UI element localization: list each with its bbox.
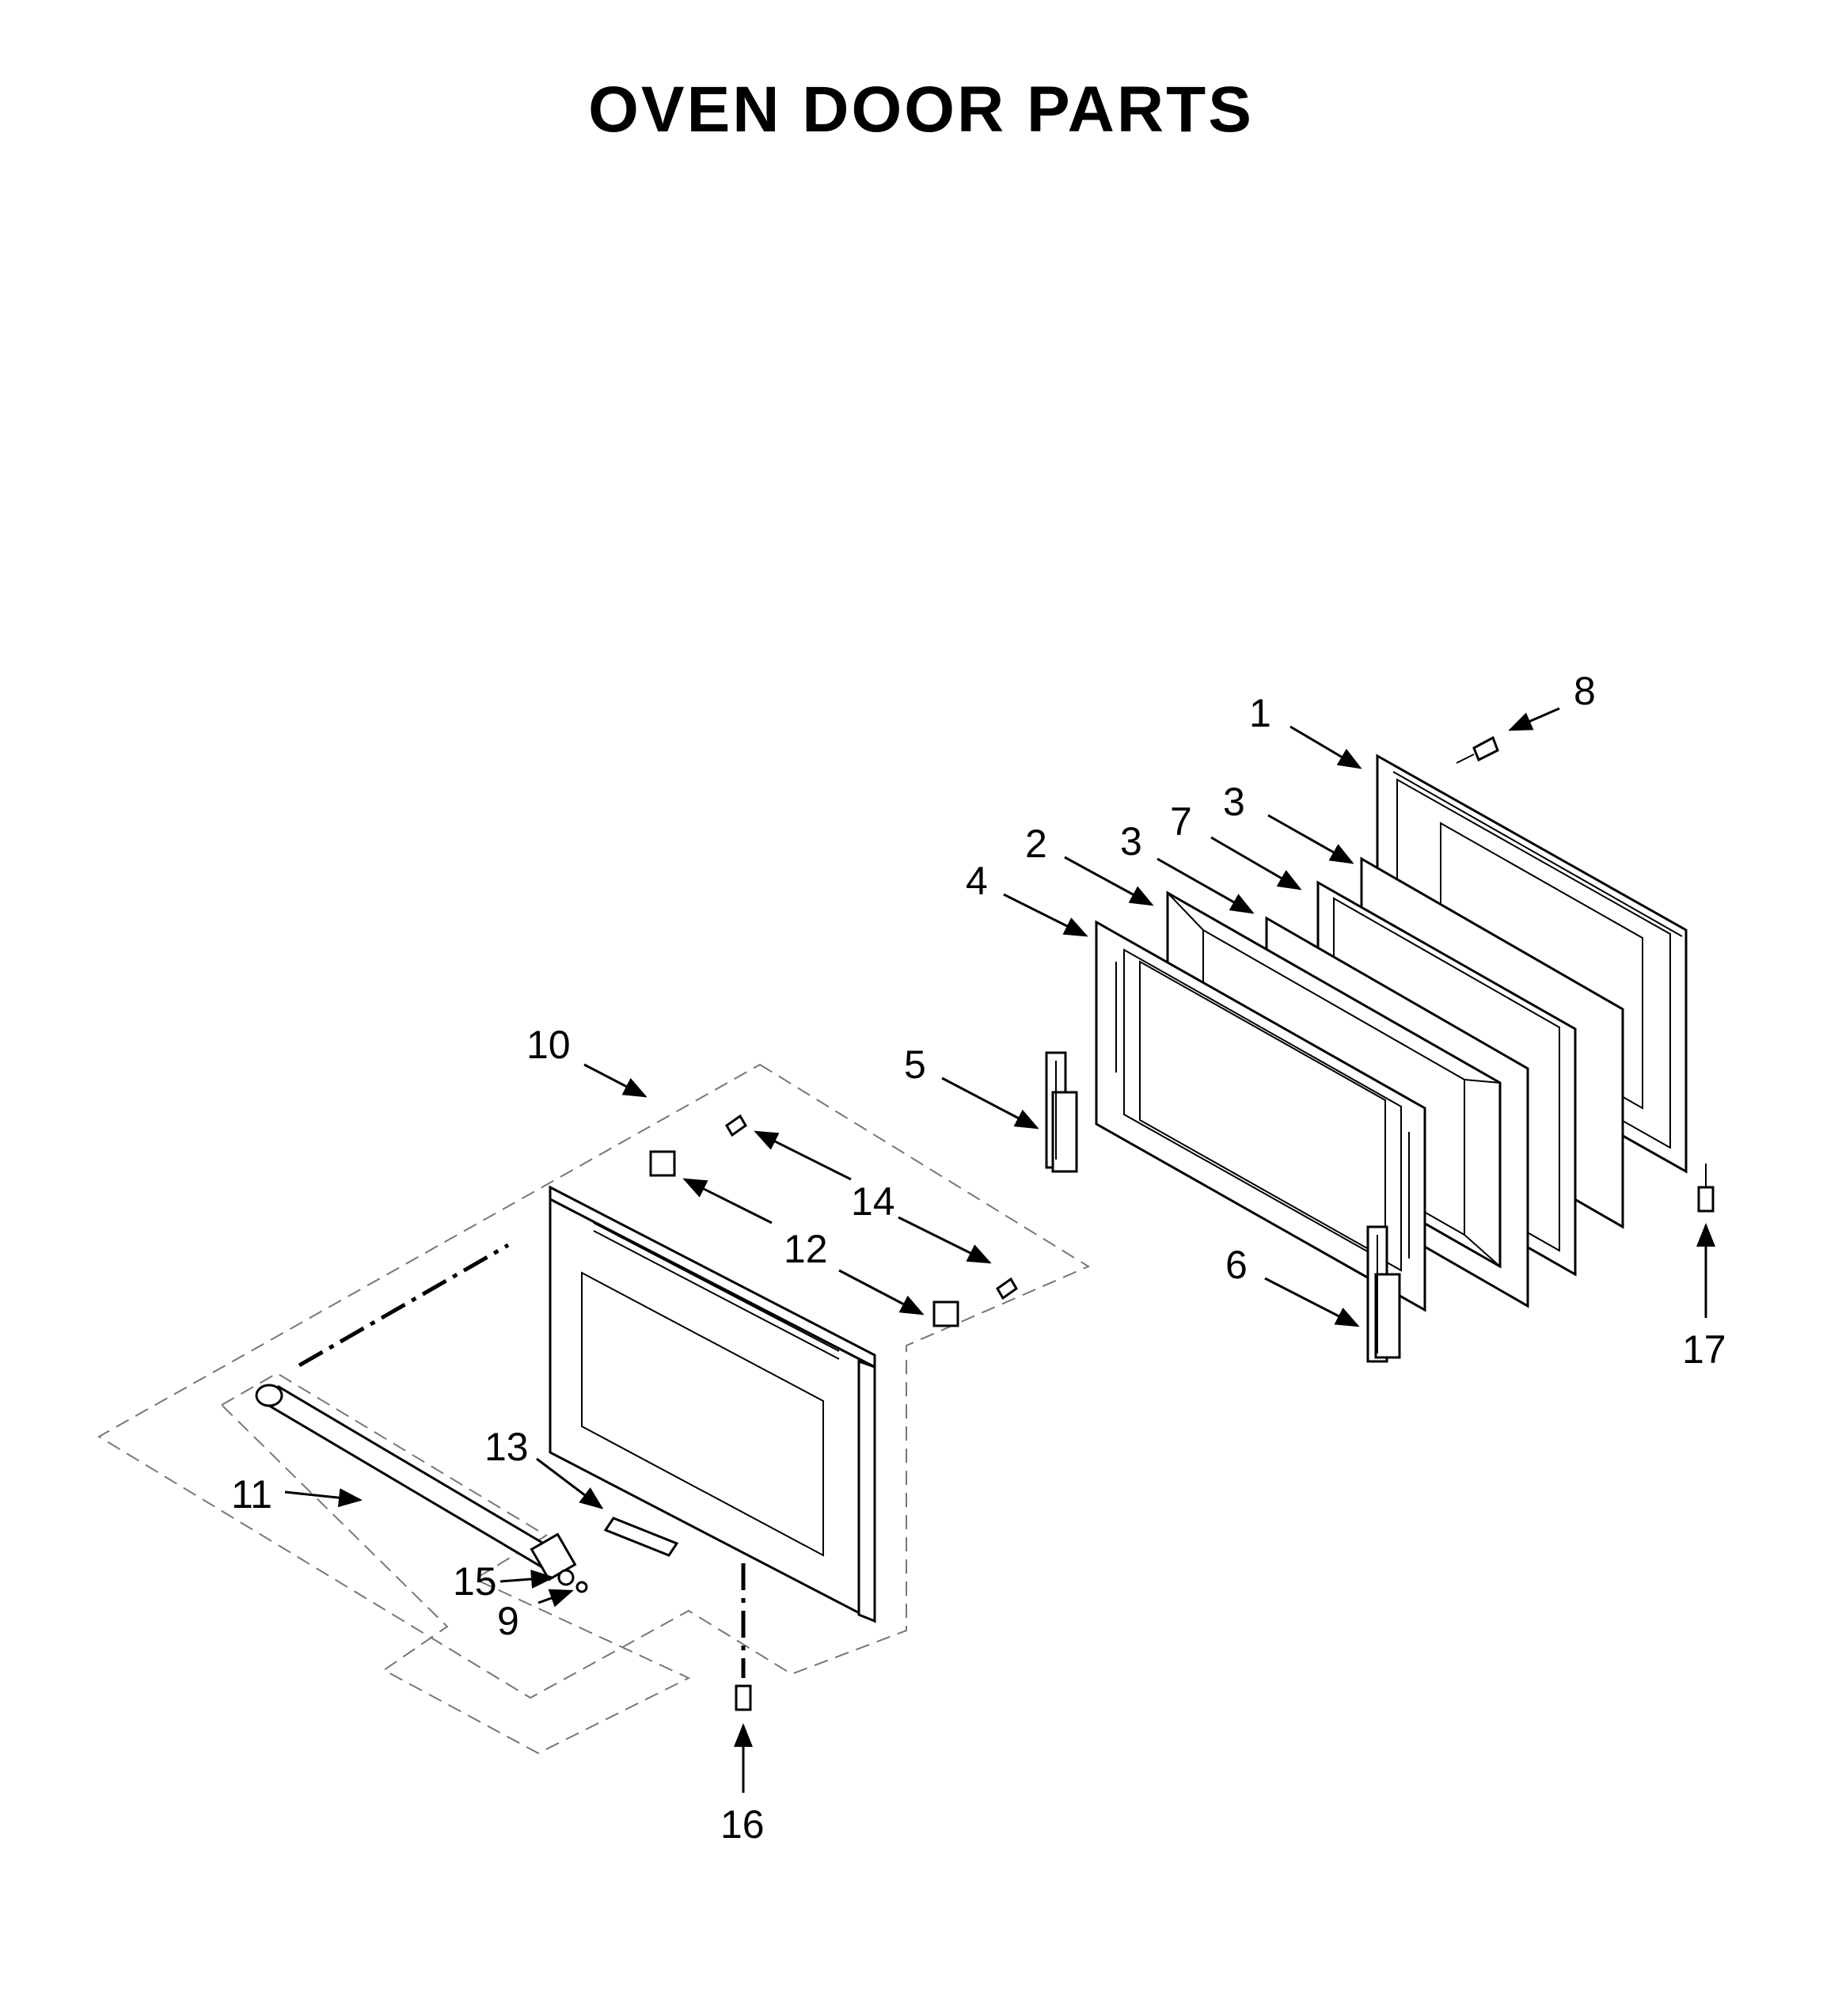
leader-3b	[1156, 857, 1255, 914]
leader-6	[1264, 1277, 1360, 1327]
leader-15	[499, 1570, 555, 1589]
washer	[557, 1569, 575, 1586]
door-handle	[255, 1384, 577, 1581]
callout-3-rear: 3	[1223, 780, 1245, 824]
screw-bottom	[735, 1684, 752, 1711]
callout-2: 2	[1025, 822, 1047, 866]
leader-13	[536, 1457, 604, 1509]
callout-9: 9	[497, 1599, 519, 1643]
callout-15: 15	[453, 1559, 497, 1604]
outer-door	[549, 1185, 876, 1623]
logo-badge	[603, 1517, 679, 1557]
leader-14a	[754, 1130, 852, 1181]
screw-lower-right	[996, 1277, 1018, 1300]
callout-4: 4	[966, 859, 988, 903]
callout-17: 17	[1682, 1327, 1726, 1372]
callout-3-middle: 3	[1120, 819, 1142, 864]
leader-2	[1064, 856, 1154, 906]
callout-12: 12	[784, 1227, 828, 1271]
leader-8	[1508, 707, 1560, 731]
leader-12b	[838, 1269, 925, 1316]
leader-14b	[898, 1216, 992, 1264]
leader-5	[941, 1076, 1039, 1129]
bracket-upper	[649, 1150, 676, 1177]
callout-10: 10	[526, 1023, 571, 1067]
callout-5: 5	[904, 1042, 926, 1087]
hinge-left	[1045, 1051, 1078, 1173]
leader-1	[1289, 725, 1362, 769]
handle-assembly-boundary	[220, 1372, 691, 1755]
callout-14: 14	[851, 1179, 895, 1224]
leader-9	[537, 1589, 574, 1608]
callout-7: 7	[1170, 799, 1192, 844]
leader-7	[1210, 836, 1302, 890]
handle-screw	[575, 1581, 588, 1593]
door-frame	[1095, 920, 1426, 1312]
callout-1: 1	[1249, 691, 1271, 735]
leader-4	[1003, 893, 1088, 937]
screw-top-right	[1456, 735, 1499, 764]
leader-12a	[682, 1178, 773, 1224]
hinge-right	[1366, 1225, 1401, 1363]
page-title: OVEN DOOR PARTS	[588, 74, 1254, 146]
leader-3a	[1267, 814, 1354, 864]
callout-13: 13	[484, 1425, 529, 1469]
callout-16: 16	[720, 1802, 765, 1847]
handle-centerline	[298, 1243, 510, 1368]
door-assembly-boundary	[97, 1063, 1091, 1699]
callout-11: 11	[231, 1472, 272, 1517]
callout-8: 8	[1574, 669, 1596, 713]
screw-bottom-right	[1697, 1164, 1715, 1213]
callout-6: 6	[1225, 1243, 1248, 1287]
bracket-lower	[932, 1300, 959, 1327]
leader-11	[284, 1488, 363, 1508]
screw-upper-left	[725, 1114, 747, 1137]
leader-10	[583, 1063, 648, 1098]
